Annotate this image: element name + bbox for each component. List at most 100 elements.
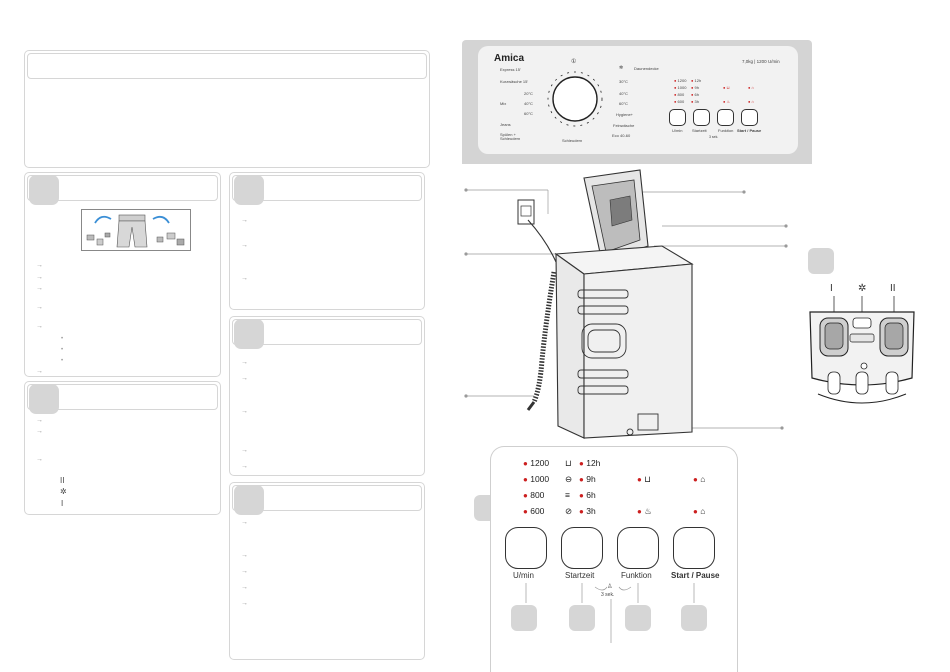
softener-icon: ✲: [60, 487, 67, 496]
speed-led-row: ● 1200: [674, 78, 687, 83]
time-led-row: ● 12h: [579, 458, 601, 468]
button-label: Funktion: [718, 128, 734, 133]
rinse-icon: ≡: [565, 490, 570, 500]
mix-label: Mix: [500, 101, 507, 106]
program-label: Hygiene+: [616, 112, 634, 117]
bullet-arrow-icon: →: [36, 262, 43, 269]
function-led-steam: ● ♨: [637, 506, 652, 516]
bullet-arrow-icon: →: [241, 568, 248, 575]
section-number-badge: [234, 485, 264, 515]
section-header: [232, 319, 422, 345]
control-panel-detail: ● 1200 ● 1000 ● 800 ● 600 ⊔ ⊖ ≡ ⊘ ● 12h …: [490, 446, 738, 672]
bullet-dot-icon: •: [61, 347, 64, 353]
speed-led-row: ● 1000: [674, 85, 687, 90]
section-header: [232, 175, 422, 201]
button-label: Startzeit: [692, 128, 707, 133]
program-label: 20°C: [524, 91, 533, 96]
speed-led-row: ● 1000: [523, 474, 550, 484]
time-led-row: ● 6h: [579, 490, 596, 500]
section-box-5: → → → → →: [229, 482, 425, 660]
bullet-arrow-icon: →: [241, 552, 248, 559]
dispenser-number-badge: [808, 248, 834, 274]
bullet-dot-icon: •: [61, 358, 64, 364]
lock-hint: 3 sek.: [601, 592, 615, 598]
speed-led-row: ● 1200: [523, 458, 550, 468]
button-number-badge: [625, 605, 651, 631]
bullet-arrow-icon: →: [36, 285, 43, 292]
speed-led-row: ● 800: [674, 92, 685, 97]
function-button-small[interactable]: [717, 109, 734, 126]
brand-logo: Amica: [494, 53, 525, 64]
bullet-arrow-icon: →: [36, 456, 43, 463]
start-time-button-label: Startzeit: [565, 571, 595, 580]
bullet-arrow-icon: →: [241, 408, 248, 415]
softener-symbol-icon: ✲: [619, 65, 624, 71]
bullet-arrow-icon: →: [241, 519, 248, 526]
bullet-arrow-icon: →: [36, 323, 43, 330]
detergent-dispenser-illustration: [809, 296, 915, 404]
function-led-door: ● ⌂: [693, 506, 706, 516]
bullet-arrow-icon: →: [241, 242, 248, 249]
function-button[interactable]: [617, 527, 659, 569]
time-led-row: ● 12h: [691, 78, 702, 83]
function-led-icon: ● ⌂: [748, 99, 754, 104]
start-pause-button-label: Start / Pause: [671, 571, 720, 580]
section-header: [232, 485, 422, 511]
program-label: Schleudern: [562, 138, 583, 143]
control-panel-illustration: Amica 7,0kg | 1200 U/min ① Express 15' K…: [462, 40, 812, 164]
program-label: Express 15': [500, 67, 521, 72]
capacity-spec: 7,0kg | 1200 U/min: [742, 59, 780, 64]
bullet-dot-icon: •: [61, 336, 64, 342]
prewash-icon: ⊔: [565, 458, 572, 468]
bullet-arrow-icon: →: [241, 275, 248, 282]
softener-compartment-label: ✲: [858, 283, 867, 294]
button-number-badge: [511, 605, 537, 631]
speed-button-label: U/min: [513, 571, 534, 580]
section-number-badge: [234, 175, 264, 205]
bullet-arrow-icon: →: [36, 368, 43, 375]
start-time-button-small[interactable]: [693, 109, 710, 126]
control-panel-face: Amica 7,0kg | 1200 U/min ① Express 15' K…: [478, 46, 798, 154]
bullet-arrow-icon: →: [36, 417, 43, 424]
bullet-arrow-icon: →: [36, 274, 43, 281]
time-led-row: ● 6h: [691, 92, 699, 97]
function-led-icon: ● ♨: [723, 99, 731, 104]
drum-icon: ⊖: [565, 474, 573, 484]
start-pause-button[interactable]: [673, 527, 715, 569]
start-pause-button-small[interactable]: [741, 109, 758, 126]
button-number-badge: [681, 605, 707, 631]
speed-button-small[interactable]: [669, 109, 686, 126]
program-label: Eco 40-60: [612, 133, 631, 138]
callout-lines: ♙: [525, 583, 695, 643]
button-number-badge: [569, 605, 595, 631]
laundry-sorting-illustration: [81, 209, 191, 251]
speed-button[interactable]: [505, 527, 547, 569]
spin-icon: ⊘: [565, 506, 573, 516]
program-label: 30°C: [619, 79, 628, 84]
section-header: [27, 384, 218, 410]
program-label: 60°C: [524, 111, 533, 116]
compartment-i-label: I: [830, 283, 833, 294]
program-label: 40°C: [524, 101, 533, 106]
time-led-row: ● 3h: [691, 99, 699, 104]
compartment-i-icon: I: [61, 499, 64, 508]
bullet-arrow-icon: →: [241, 375, 248, 382]
program-label: 40°C: [619, 91, 628, 96]
section-number-badge: [29, 384, 59, 414]
section-number-badge: [29, 175, 59, 205]
lock-hint: 3 sek.: [709, 135, 719, 139]
program-label: Feinwäsche: [613, 123, 635, 128]
speed-led-row: ● 600: [523, 506, 545, 516]
svg-text:♙: ♙: [607, 583, 612, 590]
section-header: [27, 175, 218, 201]
section-box-1: → → → → → • • • →: [24, 172, 221, 377]
time-led-row: ● 9h: [579, 474, 596, 484]
speed-led-row: ● 800: [523, 490, 545, 500]
program-dial: [547, 71, 603, 127]
bullet-arrow-icon: →: [241, 600, 248, 607]
start-time-button[interactable]: [561, 527, 603, 569]
function-led-icon: ● ⊔: [723, 85, 730, 90]
function-button-label: Funktion: [621, 571, 652, 580]
program-label: Kurzwäsche 15': [500, 79, 529, 84]
speed-led-row: ● 600: [674, 99, 685, 104]
